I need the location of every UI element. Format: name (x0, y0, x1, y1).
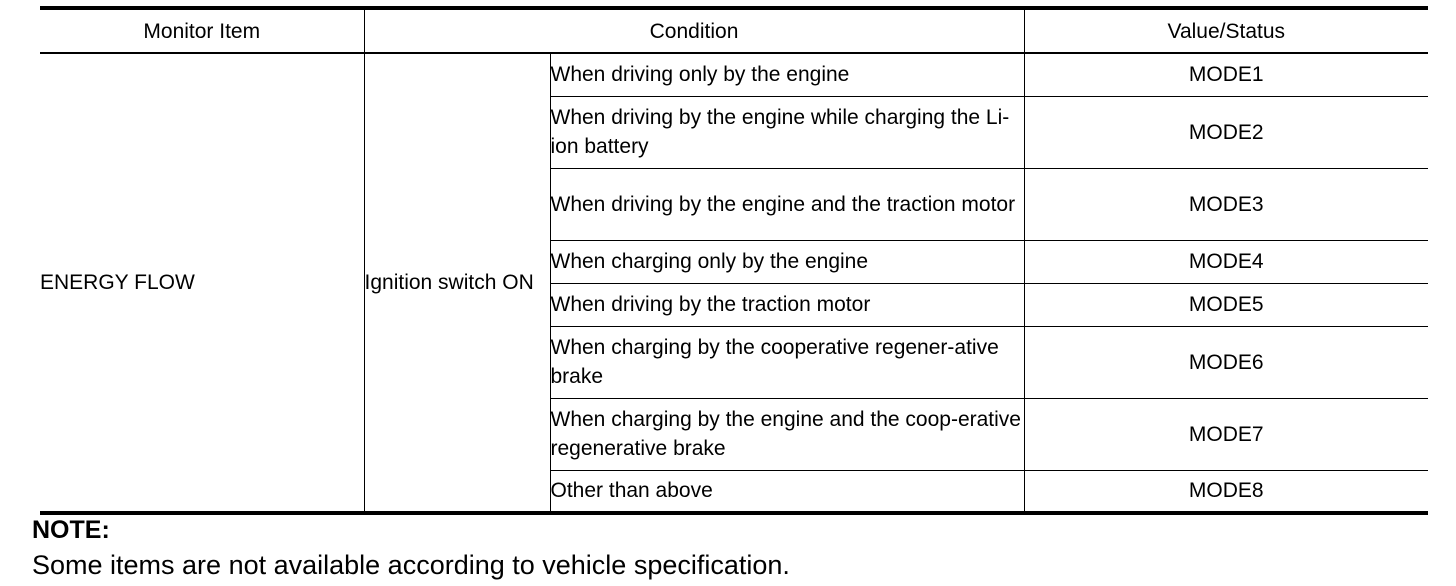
condition-cell: When driving by the engine and the tract… (550, 168, 1025, 241)
table-row: When charging only by the engine MODE4 (40, 240, 1429, 284)
table-header: Monitor Item Condition Value/Status (40, 8, 1429, 53)
note-title: NOTE: (32, 516, 110, 544)
condition-cell: When driving by the engine while chargin… (550, 96, 1025, 169)
table-row: When charging by the engine and the coop… (40, 398, 1429, 471)
value-cell: MODE2 (1024, 96, 1429, 169)
value-cell: MODE3 (1024, 168, 1429, 241)
header-condition: Condition (364, 8, 1025, 53)
table-row: Other than above MODE8 (40, 470, 1428, 513)
note-text: Some items are not available according t… (32, 550, 790, 580)
value-cell: MODE5 (1024, 283, 1429, 327)
value-cell: MODE4 (1024, 240, 1429, 284)
condition-cell: When charging by the cooperative regener… (550, 326, 1025, 399)
value-cell: MODE1 (1024, 53, 1429, 97)
header-row: Monitor Item Condition Value/Status (40, 8, 1429, 53)
table-row: When charging by the cooperative regener… (40, 326, 1429, 399)
condition-group-cell: Ignition switch ON (364, 53, 551, 513)
header-value-status: Value/Status (1167, 19, 1286, 43)
value-cell: MODE7 (1024, 398, 1429, 471)
value-cell: MODE6 (1024, 326, 1429, 399)
monitor-item-cell: ENERGY FLOW (40, 53, 365, 513)
table-row: ENERGY FLOW Ignition switch ON When driv… (40, 53, 1429, 513)
monitor-table-container: Monitor Item Condition Value/Status ENER… (40, 6, 1429, 515)
table-row: When driving by the engine and the tract… (40, 168, 1429, 241)
header-monitor-item: Monitor Item (40, 8, 365, 53)
condition-cell: When driving only by the engine (550, 53, 1025, 97)
condition-cell: Other than above (550, 470, 1025, 513)
table-body: ENERGY FLOW Ignition switch ON When driv… (40, 53, 1429, 513)
monitor-table: Monitor Item Condition Value/Status ENER… (40, 6, 1429, 515)
condition-cell: When charging by the engine and the coop… (550, 398, 1025, 471)
condition-cell: When charging only by the engine (550, 240, 1025, 284)
condition-cell: When driving by the traction motor (550, 283, 1025, 327)
table-row: When driving by the traction motor MODE5 (40, 283, 1429, 327)
table-row: When driving by the engine while chargin… (40, 96, 1429, 169)
value-cell: MODE8 (1188, 479, 1264, 503)
